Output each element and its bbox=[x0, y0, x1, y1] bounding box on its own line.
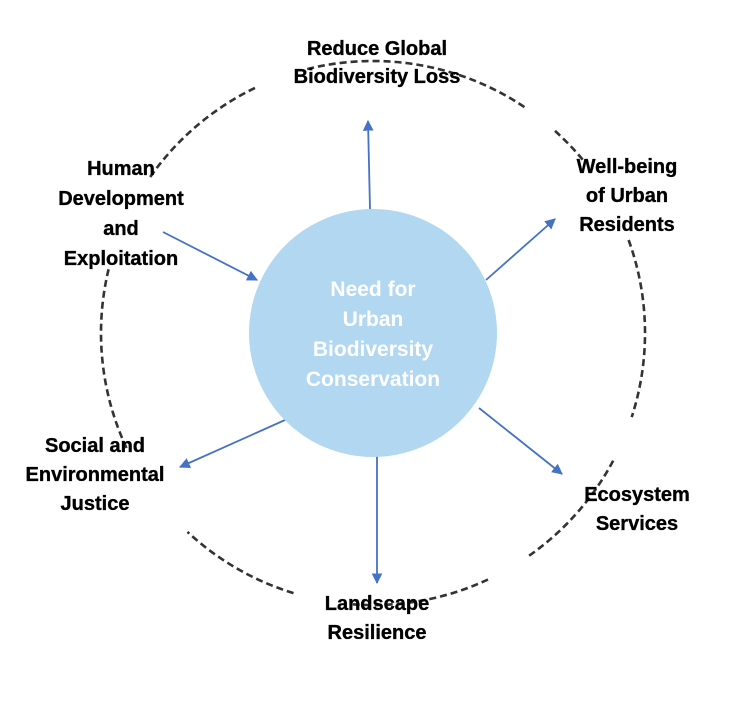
arrow-ecosystem-services bbox=[478, 407, 563, 475]
dashed-ring bbox=[99, 59, 647, 607]
arrows bbox=[162, 119, 563, 585]
arrow-well-being-of-urban-residents bbox=[485, 218, 556, 281]
ring-arc-6 bbox=[349, 578, 489, 607]
label-line: Justice bbox=[61, 493, 130, 515]
center-label-line: Urban bbox=[343, 308, 404, 331]
arrow-human-development-and-exploitation bbox=[162, 231, 258, 281]
label-line: Development bbox=[58, 188, 184, 210]
center-label-line: Need for bbox=[330, 278, 415, 301]
label-line: Reduce Global bbox=[307, 38, 447, 60]
label-line: Human bbox=[87, 158, 155, 180]
center-circle bbox=[249, 209, 497, 457]
center-label-line: Biodiversity bbox=[313, 338, 434, 361]
arrow-reduce-global-biodiversity-loss bbox=[362, 119, 374, 210]
ring-arc-3 bbox=[554, 129, 586, 163]
label-line: Residents bbox=[579, 214, 675, 236]
label-line: Resilience bbox=[328, 622, 427, 644]
label-line: Landscape bbox=[325, 593, 429, 615]
ring-arc-2 bbox=[306, 59, 526, 109]
ring-arc-1 bbox=[149, 85, 259, 178]
center-label-line: Conservation bbox=[306, 368, 440, 391]
label-line: Services bbox=[596, 513, 678, 535]
ring-arc-8 bbox=[99, 266, 128, 449]
label-line: Biodiversity Loss bbox=[294, 66, 461, 88]
label-line: Social and bbox=[45, 435, 145, 457]
ring-arc-4 bbox=[627, 239, 647, 418]
label-line: Ecosystem bbox=[584, 484, 690, 506]
arrow-social-and-environmental-justice bbox=[179, 419, 286, 468]
label-line: and bbox=[103, 218, 139, 240]
label-line: Environmental bbox=[26, 464, 165, 486]
label-line: Exploitation bbox=[64, 248, 178, 270]
label-line: of Urban bbox=[586, 185, 668, 207]
ring-arc-7 bbox=[186, 530, 294, 595]
label-line: Well-being bbox=[577, 156, 678, 178]
ring-arc-5 bbox=[528, 460, 615, 557]
